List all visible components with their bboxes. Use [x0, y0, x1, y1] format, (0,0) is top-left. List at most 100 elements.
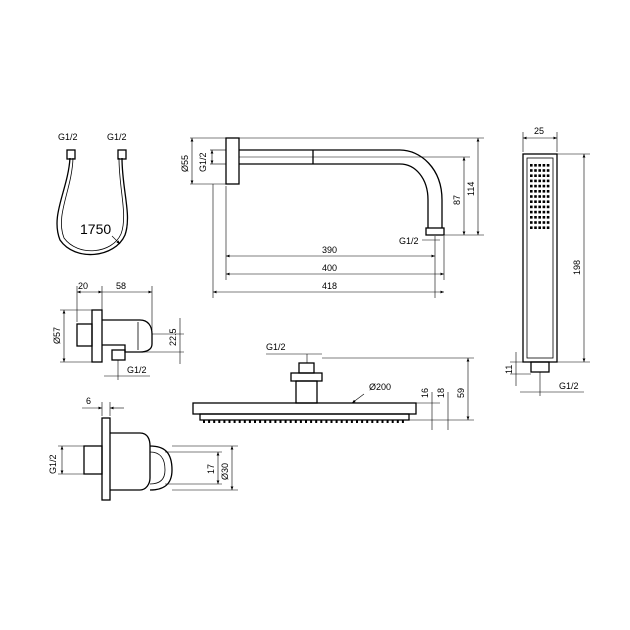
nozzle-dot [289, 420, 292, 423]
nozzle-dot [376, 420, 379, 423]
nozzle-dot [208, 420, 211, 423]
wo-length-label: 58 [116, 281, 126, 291]
nozzle-dot [391, 420, 394, 423]
arm-length-400-label: 400 [322, 263, 337, 273]
nozzle-dot [542, 195, 546, 198]
arm-wall-flange [225, 137, 240, 185]
nozzle-dot [538, 216, 541, 219]
hose-group: G1/2 G1/2 1750 [56, 132, 129, 256]
arm-thread-outlet-label: G1/2 [399, 236, 419, 246]
nozzle-dot [534, 195, 537, 198]
nozzle-dot [530, 221, 533, 224]
nozzle-dot [546, 226, 550, 229]
wo-height-label: 22.5 [168, 328, 178, 346]
nozzle-dot [228, 420, 231, 423]
nozzle-dot [530, 216, 533, 219]
nozzle-dot [538, 190, 541, 193]
nozzle-dot [371, 420, 374, 423]
hose-nut-right [117, 149, 127, 160]
holder-diameter-label: Ø30 [220, 463, 230, 480]
nozzle-dot [542, 164, 546, 167]
arm-tube [239, 149, 443, 228]
nozzle-dot [546, 169, 550, 172]
nozzle-dot [546, 205, 550, 209]
hs-connector-label: 11 [504, 365, 514, 374]
holder-depth-label: 6 [86, 396, 91, 406]
nozzle-dot [538, 169, 541, 172]
nozzle-dot [546, 221, 550, 224]
hand-shower-inner [526, 157, 554, 359]
nozzle-dot [254, 420, 256, 423]
nozzle-dot [530, 200, 533, 203]
nozzle-dot [530, 169, 533, 172]
nozzle-dot [534, 179, 537, 183]
nozzle-dot [534, 205, 537, 209]
nozzle-dot [534, 184, 537, 188]
nozzle-dot [534, 174, 537, 177]
hand-shower-connector [530, 361, 550, 373]
nozzle-dot [340, 420, 343, 423]
holder-group: 6 G1/2 17 Ø30 [48, 396, 238, 501]
nozzle-dot [534, 210, 537, 214]
hs-thread-label: G1/2 [559, 381, 579, 391]
nozzle-dot [534, 169, 537, 172]
nozzle-dot [269, 420, 272, 423]
nozzle-dot [356, 420, 358, 423]
arm-height-87-label: 87 [452, 195, 462, 205]
hd-connector [290, 372, 323, 382]
hose-thread-left-label: G1/2 [58, 132, 78, 142]
nozzle-dot [534, 200, 537, 203]
hd-stem [295, 380, 318, 404]
nozzle-dot [264, 420, 267, 423]
nozzle-dot [546, 164, 550, 167]
nozzle-dot [381, 420, 384, 423]
holder-wall-plate [101, 417, 111, 501]
nozzle-dot [530, 184, 533, 188]
nozzle-dot [542, 174, 546, 177]
nozzle-dot [538, 195, 541, 198]
hd-height-59-label: 59 [456, 388, 466, 398]
nozzle-dot [542, 169, 546, 172]
nozzle-dot [530, 210, 533, 214]
hose-length-leader [111, 235, 121, 245]
hose-length-label: 1750 [80, 221, 111, 237]
nozzle-dot [534, 216, 537, 219]
nozzle-dot [401, 420, 404, 423]
wo-body [102, 319, 153, 353]
nozzle-dot [325, 420, 328, 423]
nozzle-dot [223, 420, 226, 423]
nozzle-dot [530, 190, 533, 193]
hose-inner [60, 157, 124, 252]
hand-shower-nozzles [530, 164, 550, 229]
nozzle-dot [530, 179, 533, 183]
nozzle-dot [542, 216, 546, 219]
nozzle-dot [542, 210, 546, 214]
nozzle-dot [233, 420, 236, 423]
nozzle-dot [248, 420, 251, 423]
wo-outlet-nut [111, 349, 126, 361]
nozzle-dot [294, 420, 297, 423]
hd-diameter-leader [351, 393, 365, 404]
holder-body [110, 432, 151, 491]
nozzle-dot [542, 200, 546, 203]
arm-height-114-label: 114 [466, 182, 476, 196]
hd-thread-label: G1/2 [266, 342, 286, 352]
nozzle-dot [538, 200, 541, 203]
wo-depth-label: 20 [78, 281, 88, 291]
nozzle-dot [538, 184, 541, 188]
nozzle-dot [534, 164, 537, 167]
nozzle-dot [534, 190, 537, 193]
holder-height-label: 17 [206, 464, 216, 474]
nozzle-dot [345, 420, 348, 423]
wo-thread-stub [76, 323, 93, 347]
nozzle-dot [335, 420, 338, 423]
nozzle-dot [538, 164, 541, 167]
holder-clip-inner [149, 451, 166, 485]
hd-height-16-label: 16 [420, 388, 430, 398]
nozzle-dot [350, 420, 353, 423]
nozzle-dot [243, 420, 246, 423]
nozzle-dot [299, 420, 302, 423]
arm-length-390-label: 390 [322, 245, 337, 255]
nozzle-dot [315, 420, 318, 423]
